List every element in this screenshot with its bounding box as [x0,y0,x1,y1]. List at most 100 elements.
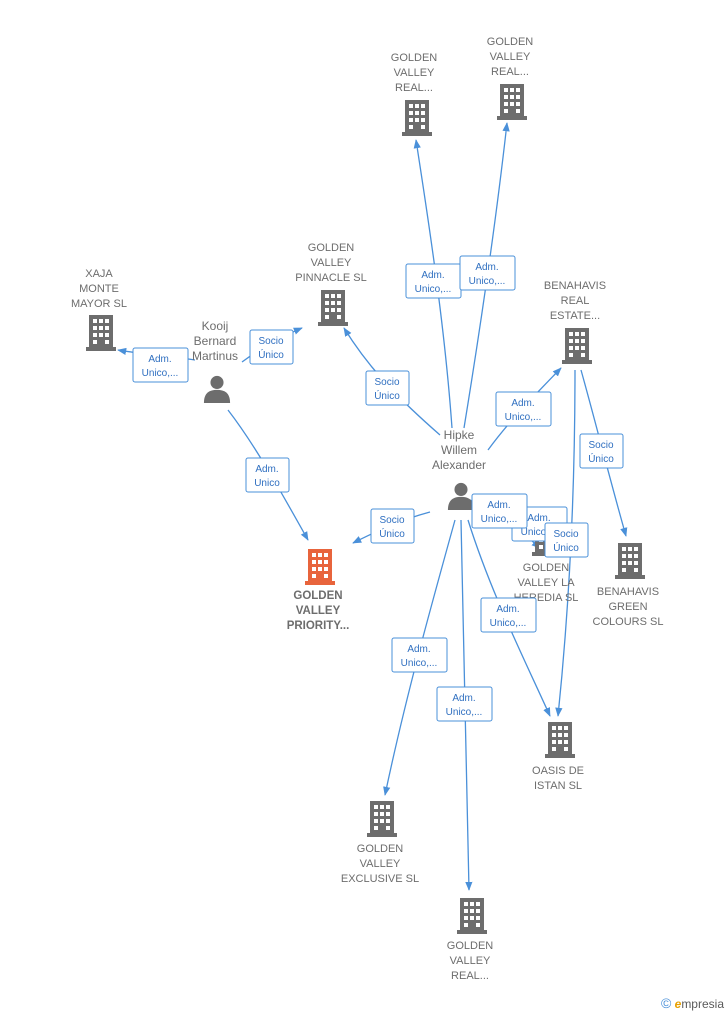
edge-label-kooij-priority[interactable]: Adm.Unico [245,457,290,493]
svg-text:Adm.Unico,...: Adm.Unico,... [505,398,542,423]
edge-label-line: Socio [258,336,283,347]
person-label-line: Bernard [194,334,237,348]
svg-text:Adm.Unico,...: Adm. Unico,... [142,354,179,379]
edge-label-line: Adm. [475,262,498,273]
edge-label-line: Unico [254,478,280,489]
edge-label-line: Unico,... [469,276,506,287]
node-label-line: EXCLUSIVE SL [341,873,419,885]
edge-label-line: Adm. [527,513,550,524]
node-label-line: BENAHAVIS [544,280,606,292]
edge-label-hipke-gvr1[interactable]: Adm.Unico,... [405,263,462,299]
node-label-line: ESTATE... [550,310,600,322]
node-label-line: GOLDEN [391,52,438,64]
copyright-icon: © [660,995,672,1011]
person-label-line: Hipke [444,428,475,442]
node-label-line: REAL... [491,66,529,78]
svg-text:Adm.Unico,...: Adm.Unico,... [481,500,518,525]
edge-label-line: Unico,... [142,368,179,379]
edge-label-line: Adm. [496,604,519,615]
node-label-line: VALLEY [296,605,341,617]
node-label-line: BENAHAVIS [597,586,659,598]
edge-label-line: Adm. [421,270,444,281]
edge-label-line: Socio [588,440,613,451]
brand-logo[interactable]: © empresia [661,995,724,1011]
edge-label-line: Unico,... [490,618,527,629]
node-label-line: VALLEY LA [517,577,575,589]
edge-label-hipke-gvr2[interactable]: Adm. Unico,... [459,255,516,291]
edge-label-line: Único [379,527,405,540]
edge-label-line: Unico,... [521,527,558,538]
node-label-line: MONTE [79,283,119,295]
building-icon [545,722,575,758]
edge-label-hipke-benahavis-re[interactable]: Adm.Unico,... [495,391,552,427]
edge-label-line: Adm. [407,644,430,655]
edge-label-line: Socio [374,377,399,388]
edge-label-line: Adm. [487,500,510,511]
node-label-line: REAL... [451,970,489,982]
node-benahavis-real-estate[interactable]: BENAHAVIS REAL ESTATE... [544,280,606,364]
node-label-line: GOLDEN [293,590,342,602]
edge-label-hipke-heredia[interactable]: Adm.Unico,... [471,493,528,529]
edge-label-line: Unico,... [505,412,542,423]
edge-label-hipke-exclusive[interactable]: Adm.Unico,... [391,637,448,673]
node-label-line: REAL [561,295,590,307]
edge-label-hipke-gvr3[interactable]: Adm.Unico,... [436,686,493,722]
node-label-line: GREEN [608,601,647,613]
node-label-line: PINNACLE SL [295,272,367,284]
edge-label-line: Único [258,348,284,361]
node-label-line: PRIORITY... [287,620,350,632]
node-label-line: VALLEY [394,67,435,79]
brand-name: mpresia [681,997,724,1011]
svg-text:Adm.Unico,...: Adm.Unico,... [446,693,483,718]
building-icon [497,84,527,120]
node-golden-valley-priority[interactable]: GOLDEN VALLEY PRIORITY... [287,549,350,632]
building-icon [457,898,487,934]
svg-text:Adm.Unico,...: Adm. Unico,... [490,604,527,629]
svg-text:Adm.Unico,...: Adm.Unico,... [415,270,452,295]
edge-label-line: Único [553,541,579,554]
node-label-line: GOLDEN [447,940,494,952]
svg-text:Adm.Unico,...: Adm.Unico,... [401,644,438,669]
edge-label-line: Adm. [148,354,171,365]
person-label-line: Willem [441,443,477,457]
edge-label-line: Socio [379,515,404,526]
edge-label-kooij-xaja[interactable]: Adm. Unico,... [132,347,189,383]
edge-label-line: Único [374,389,400,402]
edge-label-hipke-oasis[interactable]: Adm. Unico,... [480,597,537,633]
building-icon [562,328,592,364]
edge-label-line: Único [588,452,614,465]
